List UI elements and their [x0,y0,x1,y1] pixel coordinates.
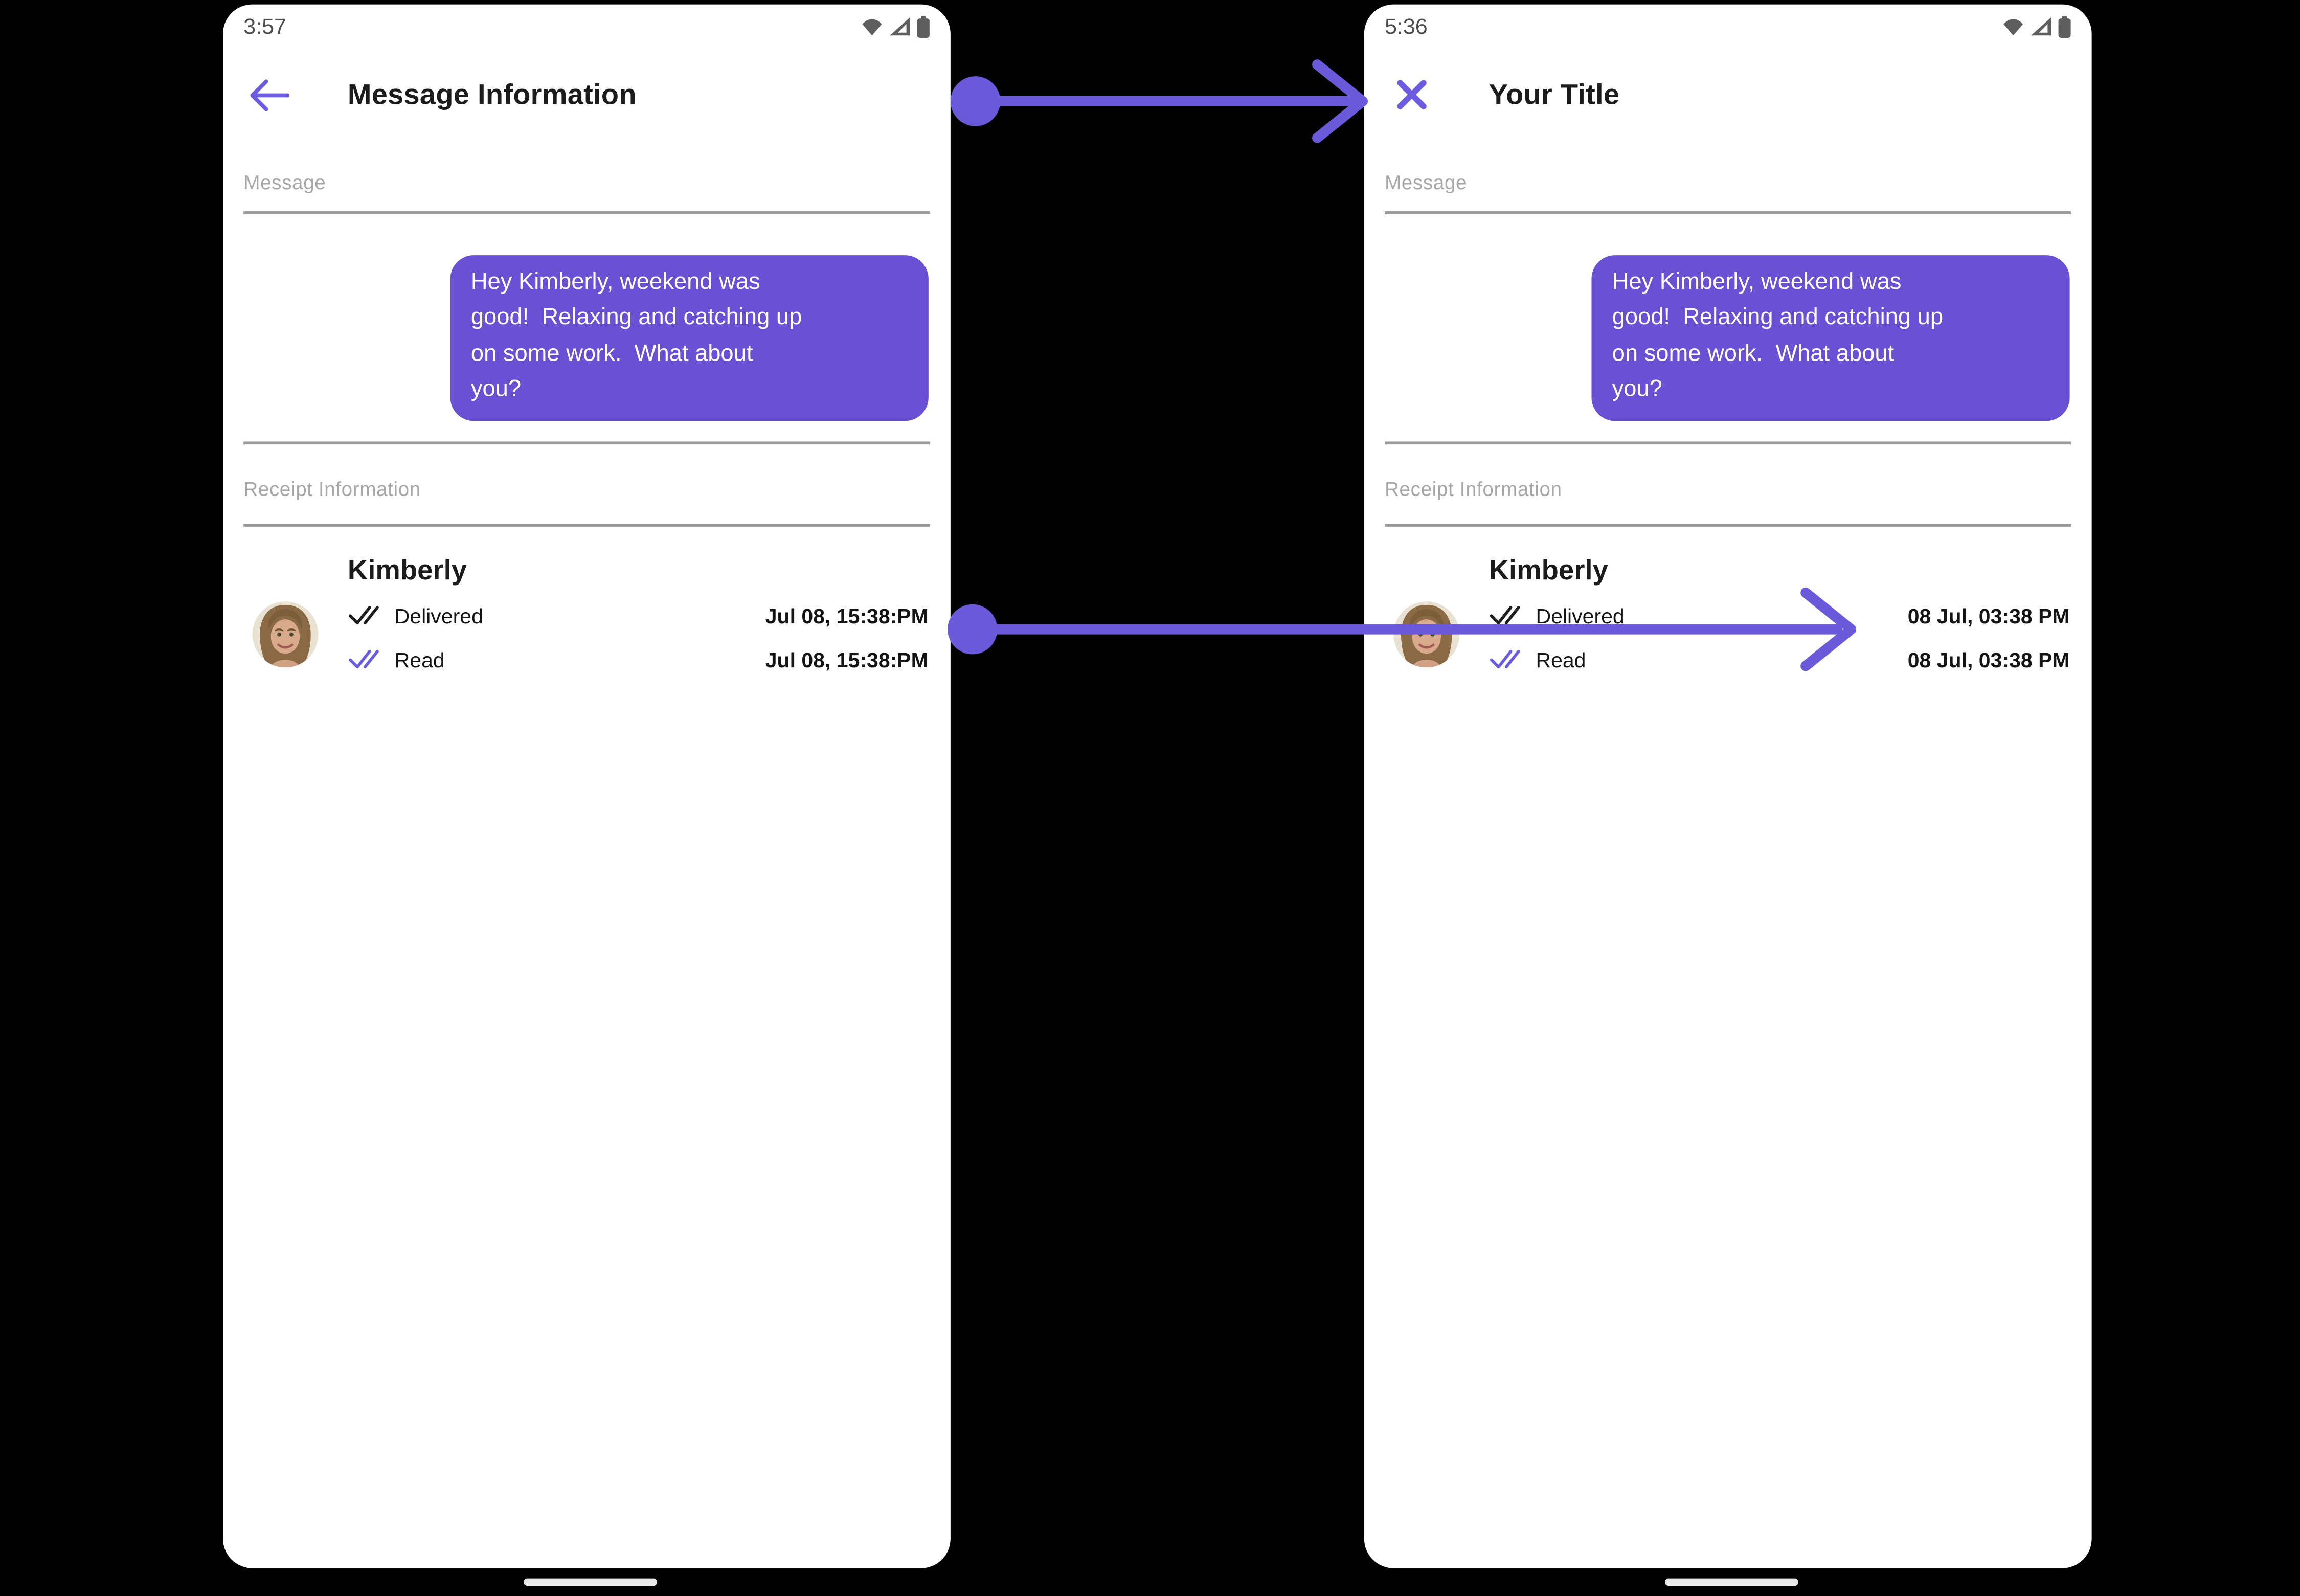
app-header: Your Title [1364,69,2092,128]
status-icons [861,15,930,37]
receipt-entry: Kimberly Delivered 08 Jul, [1364,556,2092,717]
battery-icon [917,15,930,37]
message-bubble: Hey Kimberly, weekend was good! Relaxing… [1591,255,2070,421]
close-button[interactable] [1388,75,1435,122]
contact-name: Kimberly [1489,556,1608,587]
home-indicator[interactable] [1664,1578,1798,1585]
message-section-label: Message [1384,171,1468,194]
wifi-icon [2002,17,2024,36]
contact-name: Kimberly [347,556,467,587]
contact-avatar[interactable] [1393,601,1460,668]
left-phone-screen: 3:57 Message Information Message Hey Kim… [223,4,951,1568]
delivered-row: Delivered 08 Jul, 03:38 PM [1489,603,2070,632]
divider [243,211,930,214]
back-arrow-icon [248,73,292,124]
page-title: Message Information [347,79,637,112]
page-title: Your Title [1489,79,1620,112]
close-icon [1395,79,1426,118]
cellular-signal-icon [2030,16,2052,37]
read-row: Read 08 Jul, 03:38 PM [1489,647,2070,676]
delivered-timestamp: Jul 08, 15:38:PM [765,605,929,630]
back-button[interactable] [246,75,294,122]
read-check-icon [1489,645,1521,678]
arrow-start-dot [950,76,1001,126]
read-label: Read [1536,649,1586,673]
arrow-start-dot [948,604,998,655]
divider [1384,441,2071,445]
status-bar: 5:36 [1364,5,2092,49]
home-indicator[interactable] [524,1578,658,1585]
delivered-row: Delivered Jul 08, 15:38:PM [348,603,929,632]
app-header: Message Information [223,69,951,128]
delivered-label: Delivered [1536,605,1625,630]
delivered-timestamp: 08 Jul, 03:38 PM [1907,605,2070,630]
receipt-entry: Kimberly Delivered Jul 08, [223,556,951,717]
battery-icon [2058,15,2071,37]
delivered-label: Delivered [394,605,483,630]
delivered-check-icon [348,601,380,634]
read-label: Read [394,649,445,673]
status-time: 5:36 [1384,14,1428,39]
read-check-icon [348,645,380,678]
read-row: Read Jul 08, 15:38:PM [348,647,929,676]
contact-avatar[interactable] [252,601,319,668]
read-timestamp: 08 Jul, 03:38 PM [1907,649,2070,673]
receipt-section-label: Receipt Information [243,478,421,501]
message-section-label: Message [243,171,326,194]
delivered-check-icon [1489,601,1521,634]
cellular-signal-icon [889,16,911,37]
divider [1384,524,2071,527]
right-phone-screen: 5:36 Your Title Message Hey Kimberly, we… [1364,4,2092,1568]
status-time: 3:57 [243,14,286,39]
message-bubble: Hey Kimberly, weekend was good! Relaxing… [450,255,929,421]
status-icons [2002,15,2071,37]
read-timestamp: Jul 08, 15:38:PM [765,649,929,673]
status-bar: 3:57 [223,5,951,49]
receipt-section-label: Receipt Information [1384,478,1562,501]
divider [243,441,930,445]
divider [1384,211,2071,214]
divider [243,524,930,527]
header-annotation-arrow [950,59,1373,143]
wifi-icon [861,17,883,36]
